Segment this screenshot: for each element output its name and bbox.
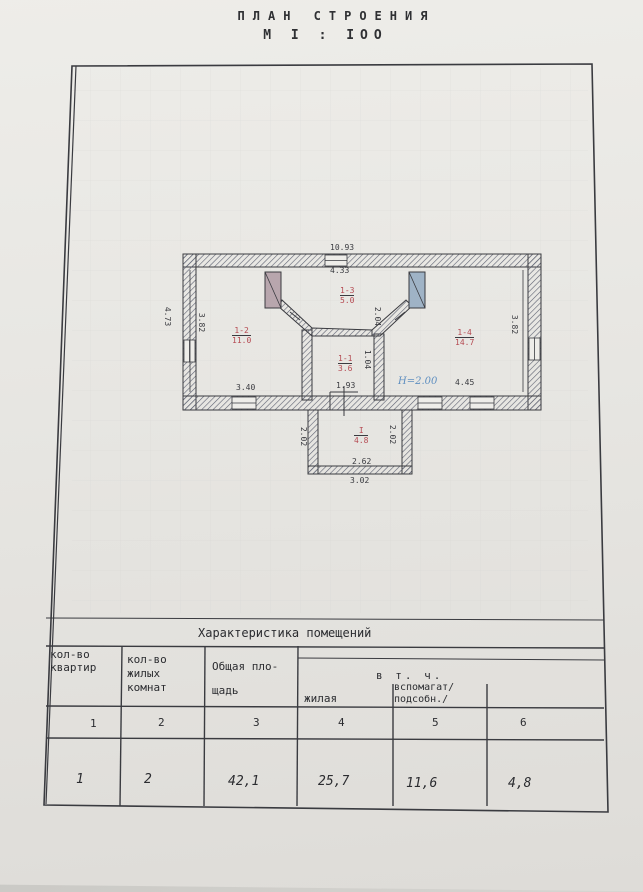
value-rooms: 2 xyxy=(144,772,152,787)
outer-frame xyxy=(43,63,609,813)
header-living: жилая xyxy=(304,692,338,705)
room-id: I xyxy=(354,426,369,436)
dim-bottom-right: 4.45 xyxy=(455,378,475,387)
room-label: I 4.8 xyxy=(354,426,369,445)
room-area: 14.7 xyxy=(455,338,475,347)
frame-left-edge xyxy=(45,65,77,805)
height-note: H=2.00 xyxy=(398,376,438,387)
room-area: 3.6 xyxy=(338,364,353,373)
dim-porch-right: 2.02 xyxy=(388,424,398,445)
col-number: 4 xyxy=(338,716,345,729)
dim-bottom-mid: 1.93 xyxy=(336,381,356,390)
header-apartments-line2: квартир xyxy=(50,661,97,674)
dim-hall-wall: 2.04 xyxy=(373,306,383,327)
header-rooms: кол-во жилых комнат xyxy=(127,653,167,695)
room-id: 1-4 xyxy=(455,328,475,338)
table-title: Характеристика помещений xyxy=(198,626,372,640)
value-total-area: 42,1 xyxy=(228,774,260,789)
value-auxiliary: 11,6 xyxy=(406,776,438,791)
floor-plan-drawing xyxy=(43,63,609,813)
value-living: 25,7 xyxy=(318,774,350,789)
value-col6: 4,8 xyxy=(508,776,532,791)
col-number: 1 xyxy=(90,717,97,730)
header-auxiliary-line1: вспомагат/ xyxy=(394,682,455,693)
header-auxiliary: вспомагат/ подсобн./ xyxy=(394,682,454,706)
room-id: 1-2 xyxy=(232,326,252,336)
col-number: 2 xyxy=(158,716,165,729)
header-total-area-line2: щадь xyxy=(212,684,239,697)
dim-porch-inner-bottom: 2.62 xyxy=(352,457,372,466)
room-id: 1-1 xyxy=(338,354,353,364)
room-id: 1-3 xyxy=(340,286,355,296)
dim-bottom-left: 3.40 xyxy=(236,383,256,392)
room-area: 5.0 xyxy=(340,296,355,305)
dim-lines xyxy=(189,270,524,392)
header-auxiliary-line2: подсобн./ xyxy=(394,694,449,705)
dim-left-outer: 4.73 xyxy=(163,306,173,327)
header-rooms-line2: жилых xyxy=(127,667,161,680)
header-rooms-line1: кол-во xyxy=(127,653,167,666)
room-label: 1-4 14.7 xyxy=(455,328,475,347)
header-apartments-line1: кол-во xyxy=(50,648,90,661)
header-total-area: Общая пло- щадь xyxy=(212,655,278,703)
doors xyxy=(289,311,406,416)
dim-porch-left: 2.02 xyxy=(299,426,309,447)
col-number: 6 xyxy=(520,716,527,729)
room-label: 1-3 5.0 xyxy=(340,286,355,305)
header-group: в т. ч. xyxy=(376,669,444,682)
dim-right-inner: 3.82 xyxy=(510,314,520,335)
building-walls xyxy=(182,253,542,475)
table-grid xyxy=(45,617,605,807)
dim-outer-top: 10.93 xyxy=(330,243,355,252)
room-label: 1-1 3.6 xyxy=(338,354,353,373)
col-number: 3 xyxy=(253,716,260,729)
col-number: 5 xyxy=(432,716,439,729)
paper-grid xyxy=(72,68,588,613)
header-total-area-line1: Общая пло- xyxy=(212,660,279,673)
plan-scale: M I : IOO xyxy=(263,28,388,43)
plan-title: ПЛАН СТРОЕНИЯ xyxy=(237,9,436,23)
dim-porch-outer-bottom: 3.02 xyxy=(350,476,370,485)
header-rooms-line3: комнат xyxy=(127,681,167,694)
room-area: 11.0 xyxy=(232,336,252,345)
windows xyxy=(183,254,541,410)
header-apartments: кол-во квартир xyxy=(50,648,96,674)
dim-left-inner: 3.82 xyxy=(197,312,207,333)
room-label: 1-2 11.0 xyxy=(232,326,252,345)
dim-corridor-height: 1.04 xyxy=(363,349,373,370)
room-area: 4.8 xyxy=(354,436,369,445)
value-apartments: 1 xyxy=(76,772,84,787)
dim-inner-top: 4.33 xyxy=(330,266,350,275)
